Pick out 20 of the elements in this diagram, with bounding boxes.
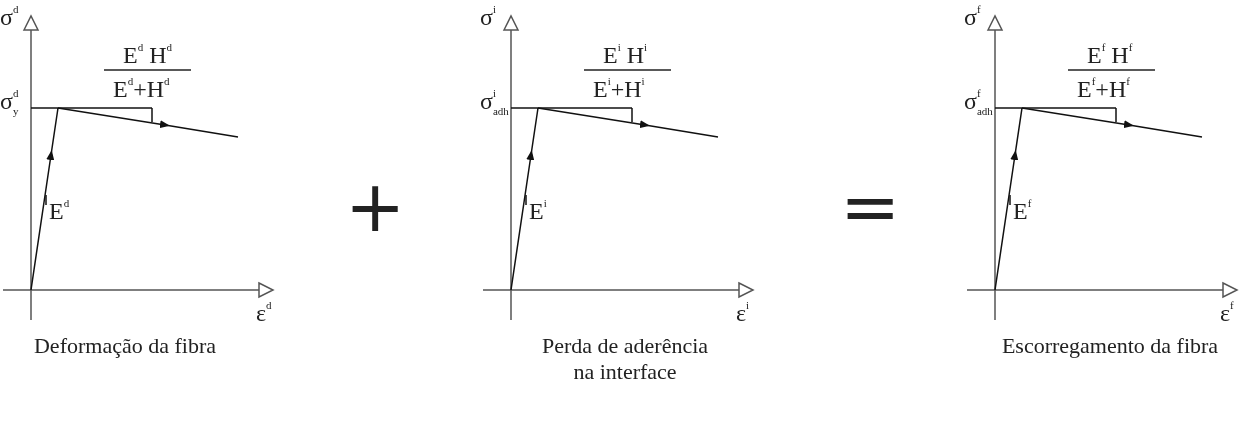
fraction-numerator: E$^{i}$ H$^{i}$ — [603, 42, 648, 67]
equals-sign: = — [840, 170, 901, 242]
modulus-label: E$^{d}$ — [49, 198, 70, 223]
fraction-numerator: E$^{f}$ H$^{f}$ — [1087, 42, 1133, 67]
panel-caption: Perda de aderência na interface — [540, 333, 710, 385]
modulus-label: E$^{i}$ — [529, 198, 547, 223]
fraction-denominator: E$^{i}$+H$^{i}$ — [593, 76, 645, 101]
stress-axis-label: σ$^{f}$ — [964, 4, 981, 29]
stress-axis-label: σ$^{d}$ — [0, 4, 19, 29]
panel-caption: Deformação da fibra — [33, 333, 217, 359]
panel-caption: Escorregamento da fibra — [1000, 333, 1220, 359]
strain-axis-label: ε$^{i}$ — [736, 300, 750, 325]
modulus-label: E$^{f}$ — [1013, 198, 1032, 223]
fraction-denominator: E$^{f}$+H$^{f}$ — [1077, 76, 1130, 101]
fraction-numerator: E$^{d}$ H$^{d}$ — [123, 42, 172, 67]
strain-axis-label: ε$^{f}$ — [1220, 300, 1234, 325]
plus-sign: + — [345, 170, 406, 242]
stress-axis-label: σ$^{i}$ — [480, 4, 496, 29]
fraction-denominator: E$^{d}$+H$^{d}$ — [113, 76, 170, 101]
strain-axis-label: ε$^{d}$ — [256, 300, 272, 325]
